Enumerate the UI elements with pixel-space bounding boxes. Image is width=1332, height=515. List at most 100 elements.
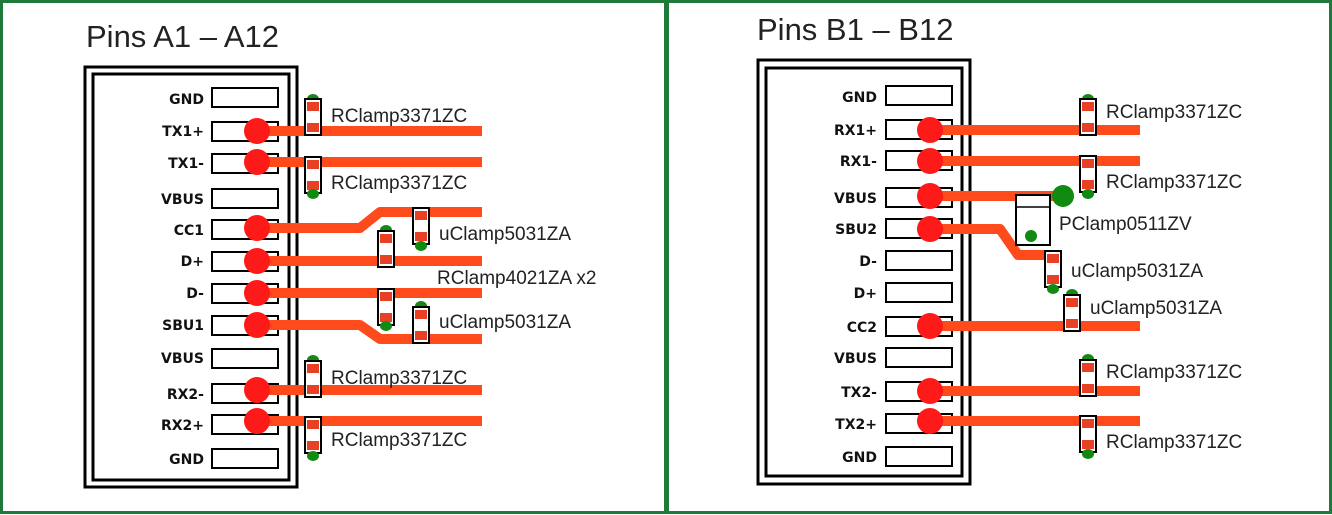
chip-pclamp0511zv <box>1015 185 1074 246</box>
chip-rclamp3371zc <box>304 94 322 136</box>
trace-sbu2 <box>930 224 1052 260</box>
chip-rclamp3371zc <box>1079 155 1097 199</box>
pin-label: TX2+ <box>835 417 877 433</box>
chip-pad <box>1082 363 1094 372</box>
via <box>307 451 319 461</box>
chip-rclamp3371zc <box>304 355 322 398</box>
part-label: RClamp3371ZC <box>1106 172 1242 193</box>
pin-pad <box>211 87 279 108</box>
connector-a-inner <box>91 72 291 482</box>
chip-pad <box>1066 298 1078 307</box>
solder-pad <box>244 377 270 403</box>
pin-label: RX1- <box>840 154 877 170</box>
pin-label: GND <box>842 450 877 466</box>
chip-rclamp4021za <box>377 225 395 268</box>
pin-label: RX1+ <box>834 123 877 139</box>
via <box>1052 185 1074 207</box>
chip-pad <box>307 420 319 429</box>
chip-pad <box>415 232 427 241</box>
chip-rclamp3371zc <box>1079 354 1097 397</box>
pin-label: SBU2 <box>835 222 877 238</box>
pin-label: CC2 <box>847 320 877 336</box>
pads-b <box>917 117 943 434</box>
chip-pad <box>307 181 319 190</box>
chip-pad <box>415 331 427 340</box>
chip-pad <box>1082 159 1094 168</box>
chip-pad <box>1066 319 1078 328</box>
chip-uclamp5031za <box>1063 289 1081 332</box>
via <box>1082 449 1094 459</box>
connector-b-outer <box>756 58 972 486</box>
chip-pad <box>307 385 319 394</box>
chip-pad <box>415 310 427 319</box>
part-label: RClamp3371ZC <box>331 430 467 451</box>
pin-label: GND <box>169 92 204 108</box>
panel-b-title: Pins B1 – B12 <box>757 12 953 47</box>
chips-a <box>304 94 430 461</box>
chip-pad <box>1047 275 1059 284</box>
solder-pad <box>244 118 270 144</box>
chip-uclamp5031za <box>1044 250 1062 294</box>
chip-pad <box>307 364 319 373</box>
pin-label: D- <box>859 254 877 270</box>
pin-pad <box>885 250 953 271</box>
solder-pad <box>244 280 270 306</box>
trace-cc1 <box>257 207 482 233</box>
via <box>1047 284 1059 294</box>
part-labels-a: RClamp3371ZC RClamp3371ZC uClamp5031ZA R… <box>331 106 596 451</box>
solder-pad <box>917 183 943 209</box>
pin-pad <box>885 446 953 467</box>
part-label: uClamp5031ZA <box>1071 261 1203 282</box>
panel-pins-a: Pins A1 – A12 GND TX1+ TX1- VBUS CC1 D+ … <box>0 0 667 514</box>
part-label: uClamp5031ZA <box>439 312 571 333</box>
via <box>1082 189 1094 199</box>
trace-sbu1 <box>257 320 482 344</box>
chip-pad <box>1047 254 1059 263</box>
chip-rclamp3371zc <box>304 156 322 199</box>
pin-label: RX2+ <box>161 418 204 434</box>
pin-label: CC1 <box>174 223 204 239</box>
pin-label: TX1- <box>168 156 204 172</box>
chip-rclamp3371zc <box>304 416 322 461</box>
chip-pad <box>1082 384 1094 393</box>
part-label: RClamp3371ZC <box>1106 102 1242 123</box>
chip-pad <box>380 313 392 322</box>
pin-label: RX2- <box>167 387 204 403</box>
solder-pad <box>244 312 270 338</box>
solder-pad <box>917 216 943 242</box>
chip-uclamp5031za <box>412 207 430 251</box>
solder-pad <box>917 378 943 404</box>
chip-pad <box>307 123 319 132</box>
part-label: RClamp3371ZC <box>331 106 467 127</box>
traces-a <box>257 126 482 426</box>
via <box>1025 230 1037 242</box>
pin-label: TX1+ <box>162 124 204 140</box>
pin-pad <box>885 85 953 106</box>
pads-a <box>244 118 270 434</box>
pin-label: VBUS <box>161 351 204 367</box>
solder-pad <box>244 149 270 175</box>
pin-label: VBUS <box>834 351 877 367</box>
pin-pad <box>211 448 279 469</box>
part-label: RClamp3371ZC <box>331 368 467 389</box>
solder-pad <box>244 215 270 241</box>
panel-b-frame <box>666 0 1332 514</box>
connector-b-inner <box>764 66 964 478</box>
chip-pad <box>1082 123 1094 132</box>
part-label: RClamp3371ZC <box>331 173 467 194</box>
pin-label: GND <box>842 90 877 106</box>
pin-label: VBUS <box>161 192 204 208</box>
chip-rclamp3371zc <box>1079 94 1097 136</box>
chip-pad <box>307 160 319 169</box>
pin-label: D+ <box>181 254 204 270</box>
chip-pad <box>1082 440 1094 449</box>
panel-pins-b: Pins B1 – B12 GND RX1+ RX1- VBUS SBU2 D-… <box>666 0 1332 514</box>
chip-pad <box>307 102 319 111</box>
chip-rclamp4021za <box>377 288 395 331</box>
pin-label: SBU1 <box>162 318 204 334</box>
via <box>380 321 392 331</box>
chip-rclamp3371zc <box>1079 415 1097 459</box>
connector-a-pin-labels: GND TX1+ TX1- VBUS CC1 D+ D- SBU1 VBUS R… <box>161 92 204 468</box>
part-labels-b: RClamp3371ZC RClamp3371ZC PClamp0511ZV u… <box>1059 102 1242 453</box>
